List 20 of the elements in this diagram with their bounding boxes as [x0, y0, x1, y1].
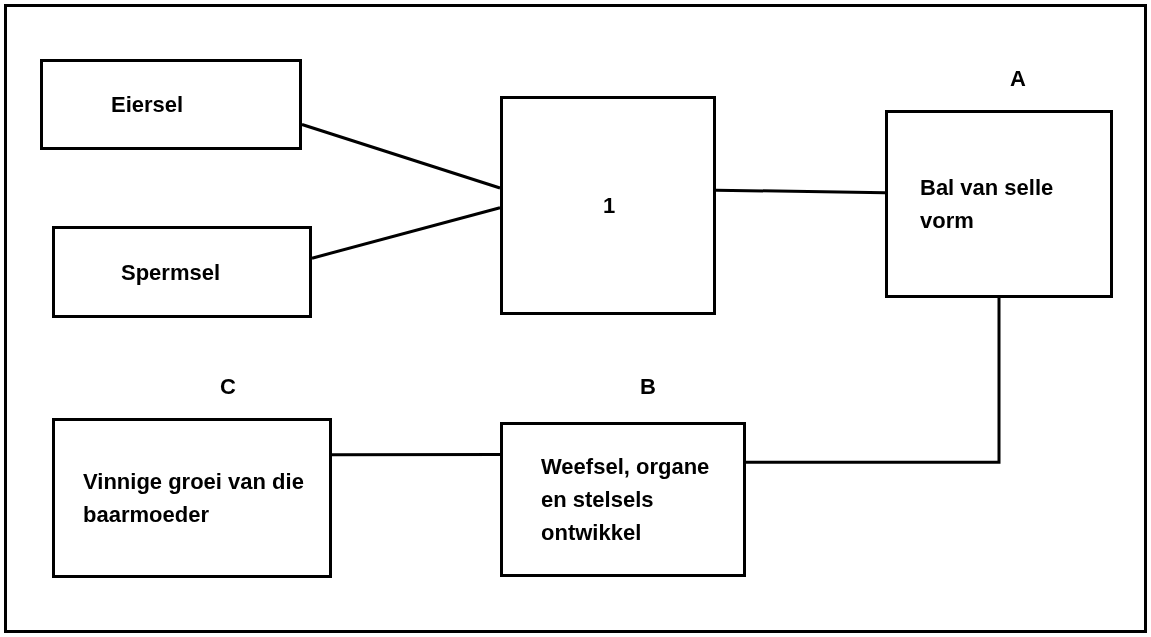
- process-box: [885, 110, 1113, 298]
- process-box: [40, 59, 302, 150]
- box-text: Vinnige groei van die baarmoeder: [83, 468, 305, 529]
- stage-letter: C: [220, 373, 236, 401]
- box-text: Bal van selle vorm: [920, 174, 1055, 235]
- stage-letter: B: [640, 373, 656, 401]
- connector-line: [746, 298, 1001, 464]
- connector-line: [311, 206, 501, 260]
- process-box: [500, 96, 716, 315]
- process-box: [52, 226, 312, 318]
- process-box: [500, 422, 746, 577]
- connector-line: [301, 123, 501, 190]
- box-text: Weefsel, organe en stelsels ontwikkel: [541, 453, 711, 547]
- stage-letter: A: [1010, 65, 1026, 93]
- connector-line: [332, 453, 500, 457]
- box-text: Eiersel: [111, 91, 185, 119]
- box-text: Spermsel: [121, 258, 222, 287]
- box-text: 1: [603, 192, 617, 220]
- process-box: [52, 418, 332, 578]
- connector-line: [715, 188, 886, 195]
